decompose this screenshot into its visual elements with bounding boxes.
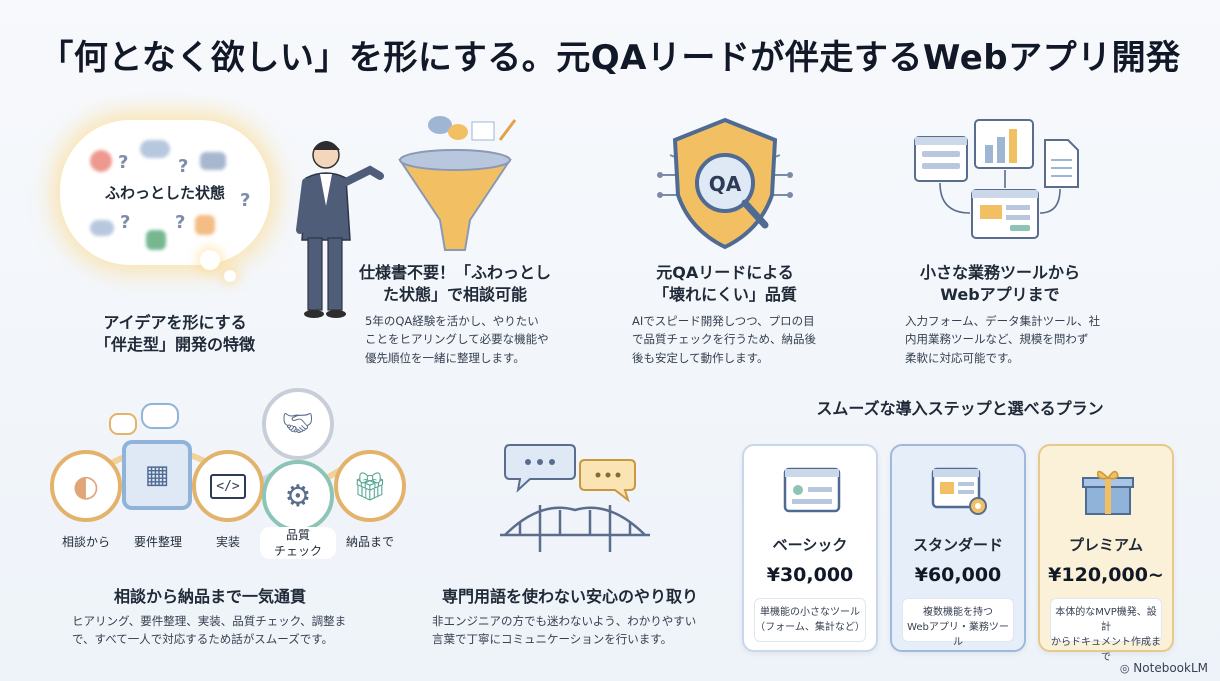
speech-bubble-icon (579, 459, 636, 503)
communication-heading: 専門用語を使わない安心のやり取り (441, 587, 698, 606)
cloud-caption: アイデアを形にする 「伴走型」開発の特徴 (94, 313, 255, 354)
speech-bubble-icon (504, 444, 576, 493)
question-icon: ? (120, 212, 131, 233)
chat-icon (90, 220, 114, 236)
communication-body: 非エンジニアの方でも迷わないよう、わかりやすい 言葉で丁寧にコミュニケーションを… (432, 614, 697, 647)
step-label: 実装 (215, 535, 240, 549)
page-title: 「何となく欲しい」を形にする。元QAリードが伴走するWebアプリ開発 (39, 38, 1181, 78)
document-icon (1044, 139, 1079, 188)
gift-icon (1082, 470, 1134, 515)
cloud-label: ふわっとした状態 (104, 184, 225, 202)
qa-badge: QA (709, 172, 742, 196)
browser-icon (90, 150, 112, 172)
person-icon (296, 141, 384, 318)
feature1-heading: 仕様書不要！「ふわっとし た状態」で相談可能 (358, 263, 551, 304)
window-gear-icon (931, 467, 987, 515)
step-qa-circle: ⚙ (262, 460, 334, 532)
blueprint-icon: ▦ (144, 460, 170, 490)
ear-icon: ◐ (72, 468, 100, 504)
plan-description: 単機能の小さなツール （フォーム、集計など） (754, 598, 866, 642)
magnifier-icon (695, 153, 755, 213)
plan-price: ¥120,000~ (1048, 564, 1164, 586)
window-check-icon (783, 467, 841, 513)
plan-card-premium[interactable]: プレミアム ¥120,000~ 本体的なMVP機発、設計 からドキュメント作成ま… (1038, 444, 1174, 663)
steps-heading: 相談から納品まで一気通貫 (113, 587, 306, 606)
question-icon: ? (175, 212, 186, 233)
feature3-body: 入力フォーム、データ集計ツール、社 内用業務ツールなど、規模を問わず 柔軟に対応… (905, 314, 1101, 365)
step-label: 納品まで (345, 535, 394, 549)
bridge-icon (500, 505, 650, 552)
step-implement-circle: </> (192, 450, 264, 522)
step-label: 品質 チェック (260, 527, 336, 560)
question-icon: ? (178, 156, 189, 177)
chat-icon (140, 140, 170, 158)
step-consult-circle: ◐ (50, 450, 122, 522)
thought-bubble (224, 270, 236, 282)
plan-name: スタンダード (912, 536, 1003, 554)
plan-price: ¥60,000 (914, 564, 1002, 586)
handshake-icon: 🤝︎ (281, 409, 315, 439)
step-requirements-circle: ▦ (122, 440, 192, 510)
funnel-icon (398, 149, 512, 251)
step-label: 要件整理 (133, 535, 182, 549)
app-window-icon (971, 189, 1039, 239)
feature2-body: AIでスピード開発しつつ、プロの目 で品質チェックを行うため、納品後 後も安定し… (632, 314, 816, 365)
question-icon: ? (240, 190, 251, 211)
plan-name: プレミアム (1069, 536, 1143, 554)
notebooklm-logo-icon: ◎ (1119, 662, 1130, 675)
chart-window-icon (974, 119, 1034, 169)
bridge-illustration (500, 444, 650, 552)
tools-illustration (914, 119, 1079, 239)
form-window-icon (914, 136, 968, 182)
plan-description: 複数機能を持つ Webアプリ・業務ツール (902, 598, 1014, 648)
sheet-icon (146, 230, 166, 250)
plan-card-standard[interactable]: スタンダード ¥60,000 複数機能を持つ Webアプリ・業務ツール (890, 444, 1026, 652)
step-delivery-circle: 🎁︎ (334, 450, 406, 522)
speech-bubbles-icon (109, 403, 179, 435)
plans-heading: スムーズな導入ステップと選べるプラン (816, 399, 1104, 418)
window-icon (200, 152, 226, 170)
step-handshake-circle: 🤝︎ (262, 388, 334, 460)
plan-price: ¥30,000 (766, 564, 854, 586)
feature2-heading: 元QAリードによる 「壊れにくい」品質 (653, 263, 797, 304)
footer-brand: ◎ NotebookLM (1119, 661, 1208, 675)
gear-magnifier-icon: ⚙ (284, 478, 312, 514)
plan-name: ベーシック (772, 536, 848, 554)
plan-description: 本体的なMVP機発、設計 からドキュメント作成まで (1050, 598, 1162, 663)
steps-body: ヒアリング、要件整理、実装、品質チェック、調整ま で、すべて一人で対応するため話… (72, 614, 347, 647)
consultation-illustration (296, 116, 517, 318)
idea-cloud: ? ? ? ? ? ふわっとした状態 (60, 120, 270, 265)
step-label: 相談から (61, 535, 110, 549)
feature3-heading: 小さな業務ツールから Webアプリまで (919, 263, 1080, 304)
qa-shield-illustration: QA (657, 117, 793, 250)
gift-icon: 🎁︎ (352, 469, 388, 503)
chat-bubbles-icon (428, 116, 517, 141)
question-icon: ? (118, 152, 129, 173)
feature1-body: 5年のQA経験を活かし、やりたい ことをヒアリングして必要な機能や 優先順位を一… (365, 314, 549, 365)
code-monitor-icon: </> (210, 473, 246, 499)
plan-card-basic[interactable]: ベーシック ¥30,000 単機能の小さなツール （フォーム、集計など） (742, 444, 878, 652)
thought-bubble (200, 250, 220, 270)
document-icon (195, 215, 215, 235)
